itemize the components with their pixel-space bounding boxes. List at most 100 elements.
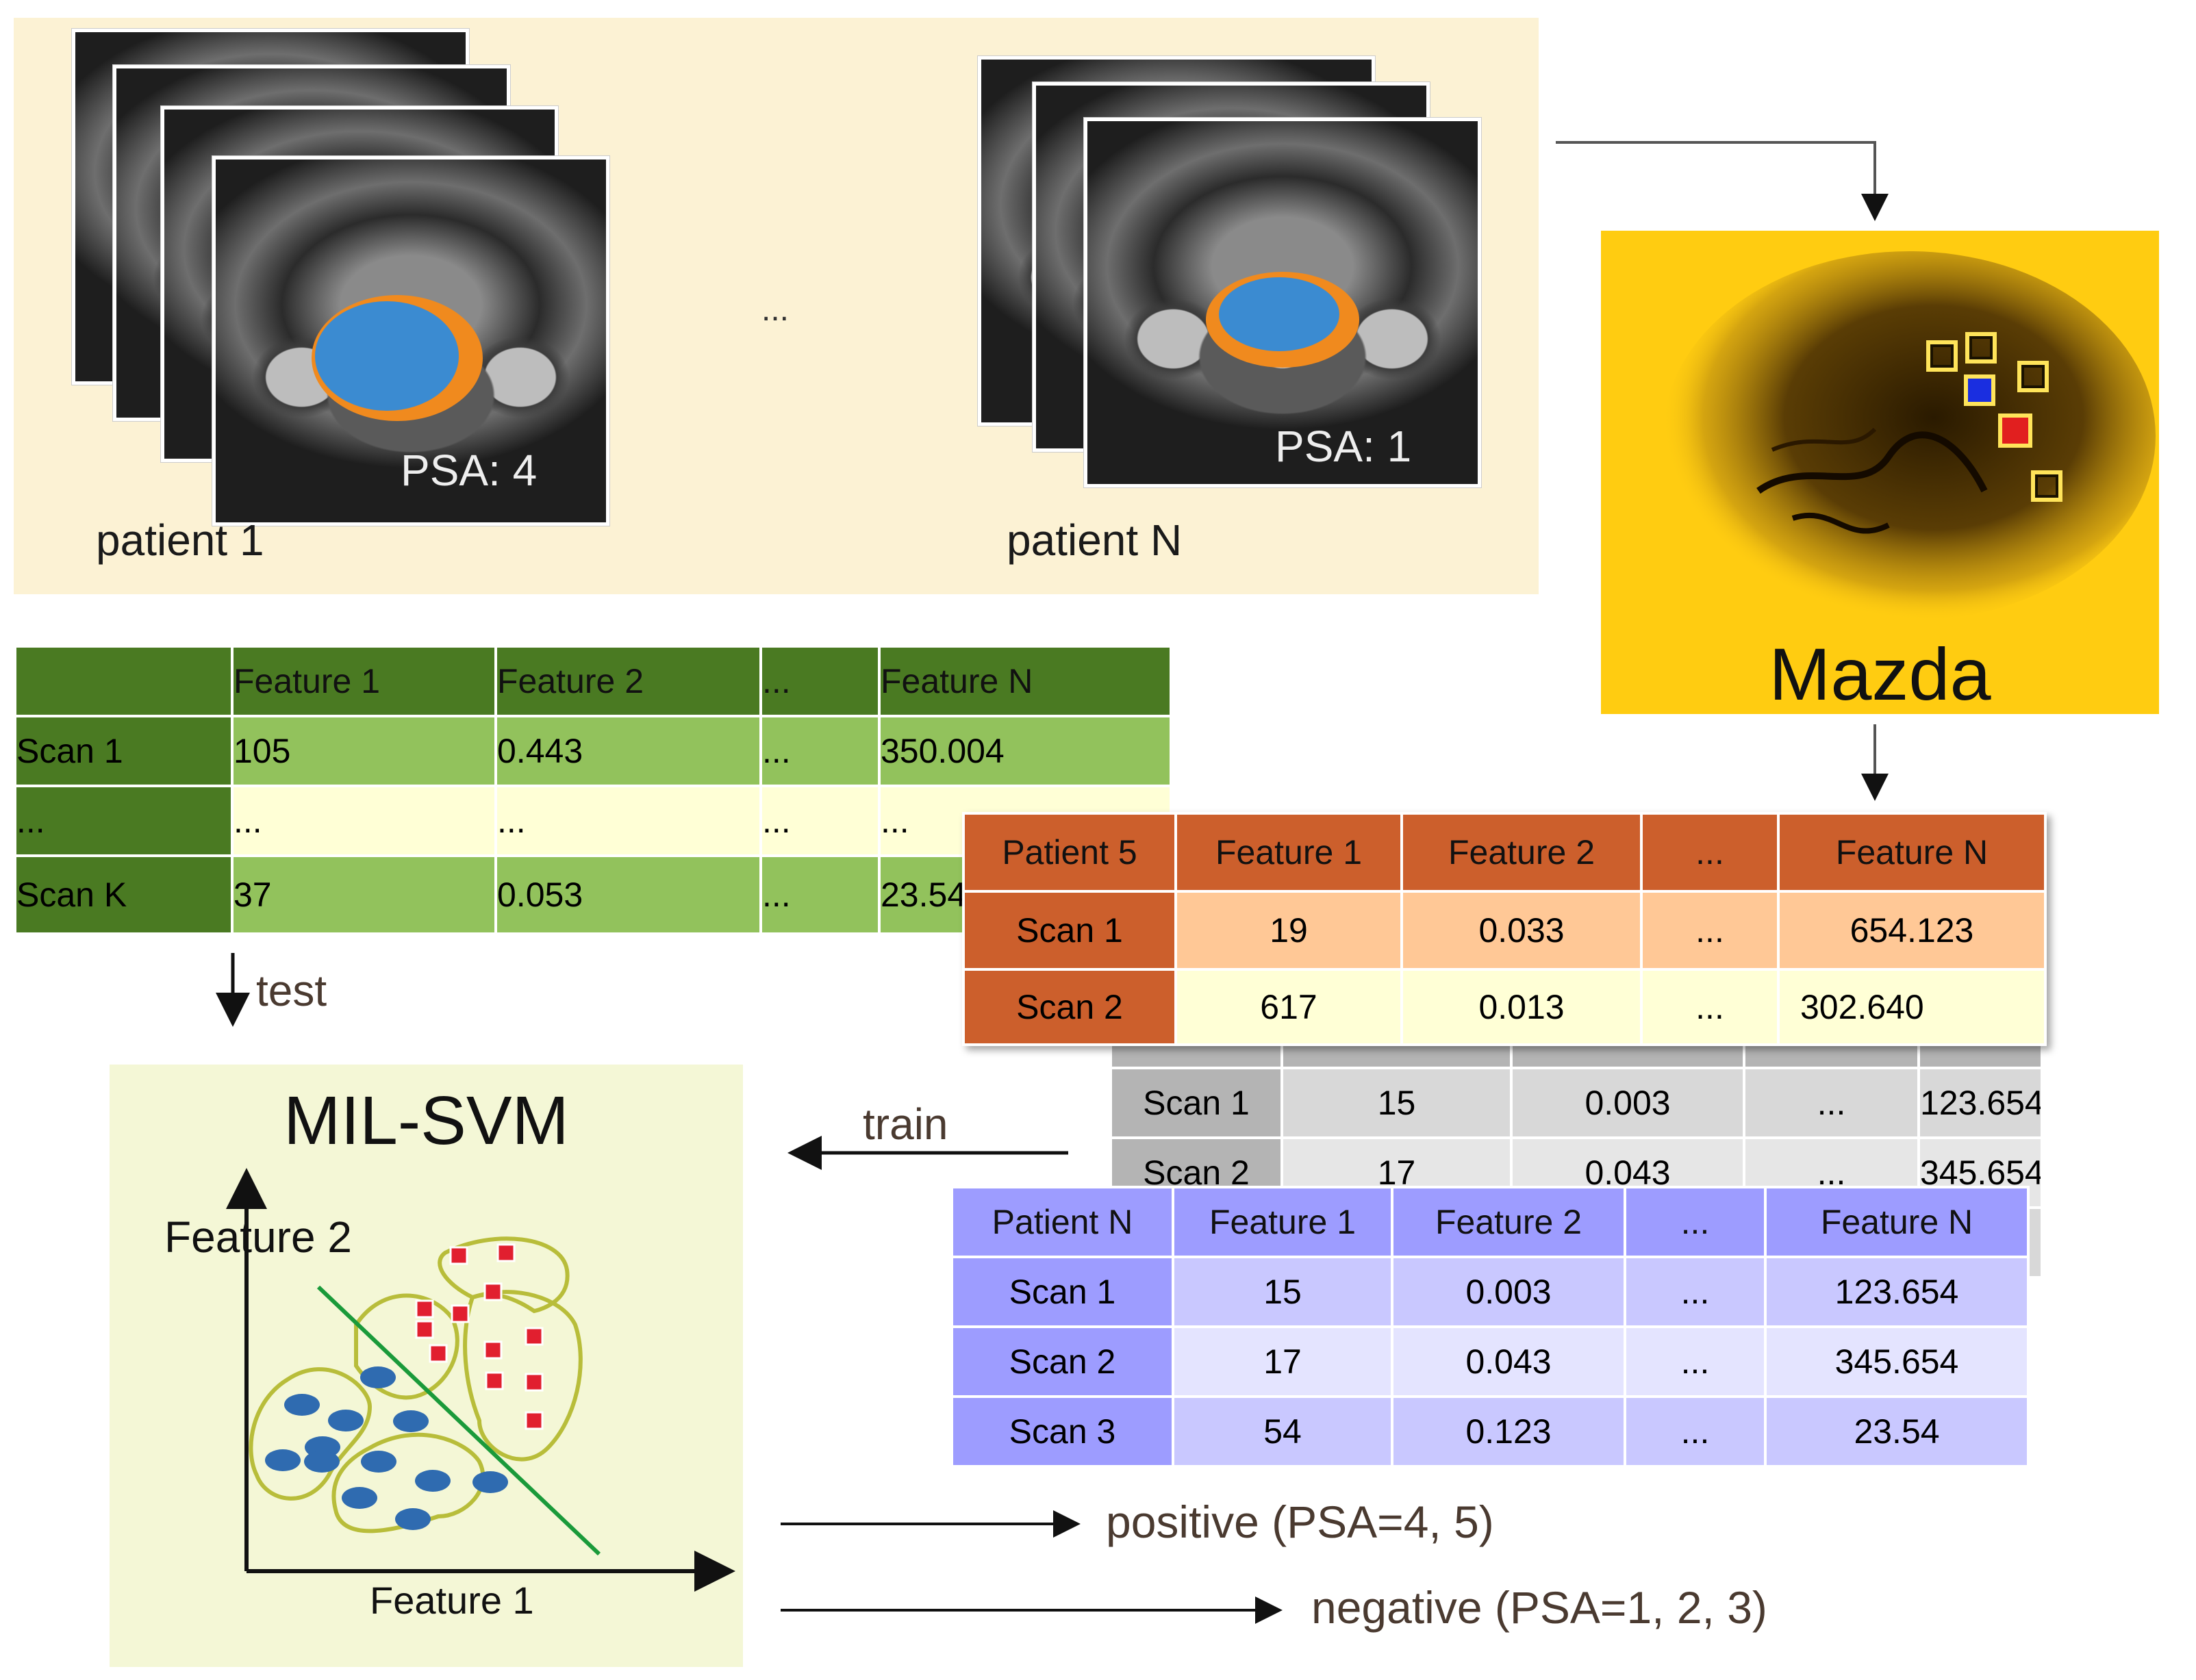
roi-marker-selected-red — [1998, 413, 2032, 448]
row-label-cell: Scan 1 — [1109, 1067, 1283, 1139]
positive-bag-outline — [438, 1236, 570, 1314]
table-header-cell: Feature N — [1764, 1186, 2030, 1258]
patientN-label: patient N — [1007, 516, 1183, 565]
table-cell: 0.013 — [1400, 968, 1643, 1046]
table-cell: ... — [1640, 968, 1780, 1046]
patient5-features-table: Patient 5 Feature 1 Feature 2 ... Featur… — [962, 812, 2047, 1046]
row-label-cell: Scan 1 — [962, 890, 1177, 971]
table-header-cell: Feature 1 — [1174, 812, 1403, 893]
mazda-angiogram-image — [1663, 251, 2156, 621]
table-header-cell: Feature N — [1777, 812, 2047, 893]
table-cell: 19 — [1174, 890, 1403, 971]
table-cell: ... — [231, 785, 497, 857]
table-cell: 15 — [1172, 1256, 1393, 1328]
table-header-cell: Feature 2 — [494, 645, 762, 717]
y-axis-label: Feature 2 — [164, 1212, 352, 1262]
table-header-cell: Patient N — [950, 1186, 1174, 1258]
negative-bag-outline — [331, 1432, 485, 1533]
table-cell: 0.003 — [1510, 1067, 1745, 1139]
test-features-table: Feature 1 Feature 2 ... Feature N Scan 1… — [14, 645, 1172, 935]
table-cell: ... — [759, 715, 881, 787]
table-header-cell: ... — [1640, 812, 1780, 893]
patient1-label: patient 1 — [96, 516, 264, 565]
table-cell: ... — [759, 854, 881, 935]
table-header-cell: ... — [759, 645, 881, 717]
negative-label: negative (PSA=1, 2, 3) — [1311, 1582, 1767, 1633]
row-label-cell: Scan 2 — [950, 1325, 1174, 1398]
table-cell: 0.123 — [1391, 1395, 1626, 1468]
table-header-cell: Feature N — [878, 645, 1172, 717]
table-cell: ... — [494, 785, 762, 857]
table-cell: 54 — [1172, 1395, 1393, 1468]
table-header-row: Feature 1 Feature 2 ... Feature N — [14, 645, 1172, 717]
table-cell: ... — [1743, 1067, 1920, 1139]
roi-marker — [1965, 332, 1997, 364]
positive-bag-outline — [463, 1290, 583, 1462]
table-cell: 37 — [231, 854, 497, 935]
table-cell: ... — [1624, 1395, 1767, 1468]
negative-bag-outline — [249, 1367, 373, 1501]
roi-marker-selected-blue — [1964, 374, 1995, 406]
table-row: Scan 1 15 0.003 ... 123.654 — [950, 1256, 2030, 1328]
table-header-cell — [14, 645, 234, 717]
table-row: Scan 1 19 0.033 ... 654.123 — [962, 890, 2047, 971]
positive-instances — [415, 1243, 544, 1430]
table-cell: ... — [1624, 1325, 1767, 1398]
table-cell: 0.443 — [494, 715, 762, 787]
prostate-segmentation — [1206, 272, 1359, 368]
row-label-cell: Scan 2 — [962, 968, 1177, 1046]
row-label-cell: Scan 1 — [950, 1256, 1174, 1328]
psa-label-patient1: PSA: 4 — [401, 446, 538, 495]
scans-ellipsis: ... — [761, 292, 790, 328]
table-row: Scan 1 15 0.003 ... 123.654 — [1109, 1067, 2043, 1139]
mil-svm-title: MIL-SVM — [283, 1082, 569, 1159]
table-header-cell: Feature 1 — [1172, 1186, 1393, 1258]
table-header-cell: Patient 5 — [962, 812, 1177, 893]
table-cell: 123.654 — [1917, 1067, 2043, 1139]
mil-svm-panel — [110, 1065, 743, 1667]
patientN-features-table: Patient N Feature 1 Feature 2 ... Featur… — [950, 1186, 2030, 1468]
table-header-row: Patient 5 Feature 1 Feature 2 ... Featur… — [962, 812, 2047, 893]
table-header-cell: Feature 2 — [1391, 1186, 1626, 1258]
roi-marker — [2031, 470, 2062, 502]
roi-marker — [2017, 361, 2049, 392]
row-label-cell: Scan 3 — [950, 1395, 1174, 1468]
table-header-cell: Feature 2 — [1400, 812, 1643, 893]
psa-label-patientN: PSA: 1 — [1275, 422, 1412, 471]
table-cell: 0.043 — [1391, 1325, 1626, 1398]
positive-bag-outline — [354, 1293, 459, 1400]
negative-instances — [265, 1366, 508, 1530]
table-cell: 105 — [231, 715, 497, 787]
row-label-cell: Scan K — [14, 854, 234, 935]
row-label-cell: Scan 1 — [14, 715, 234, 787]
table-row: Scan 3 54 0.123 ... 23.54 — [950, 1395, 2030, 1468]
prostate-inner-region — [315, 301, 459, 411]
row-label-cell: ... — [14, 785, 234, 857]
table-cell: 23.54 — [1764, 1395, 2030, 1468]
table-cell: 302.640 — [1777, 968, 2047, 1046]
table-cell: ... — [1640, 890, 1780, 971]
roi-marker — [1926, 340, 1958, 372]
table-cell: ... — [1624, 1256, 1767, 1328]
table-row: Scan 2 617 0.013 ... 302.640 — [962, 968, 2047, 1046]
table-header-row: Patient N Feature 1 Feature 2 ... Featur… — [950, 1186, 2030, 1258]
prostate-segmentation — [312, 295, 483, 421]
x-axis-label: Feature 1 — [370, 1579, 534, 1622]
prostate-inner-region — [1219, 277, 1339, 351]
mri-scan-image-front — [212, 156, 609, 526]
svm-decision-boundary — [316, 1285, 601, 1556]
table-header-cell: Feature 1 — [231, 645, 497, 717]
table-cell: 123.654 — [1764, 1256, 2030, 1328]
mri-scan-image-front — [1084, 118, 1481, 487]
table-cell: 0.003 — [1391, 1256, 1626, 1328]
table-cell: ... — [759, 785, 881, 857]
table-cell: 15 — [1280, 1067, 1513, 1139]
mazda-title: Mazda — [1769, 633, 1991, 714]
table-cell: 17 — [1172, 1325, 1393, 1398]
mil-svm-plot — [226, 1168, 735, 1592]
table-cell: 0.053 — [494, 854, 762, 935]
table-row: Scan 2 17 0.043 ... 345.654 — [950, 1325, 2030, 1398]
table-cell: 0.033 — [1400, 890, 1643, 971]
table-row: Scan K 37 0.053 ... 23.54 — [14, 854, 1172, 935]
